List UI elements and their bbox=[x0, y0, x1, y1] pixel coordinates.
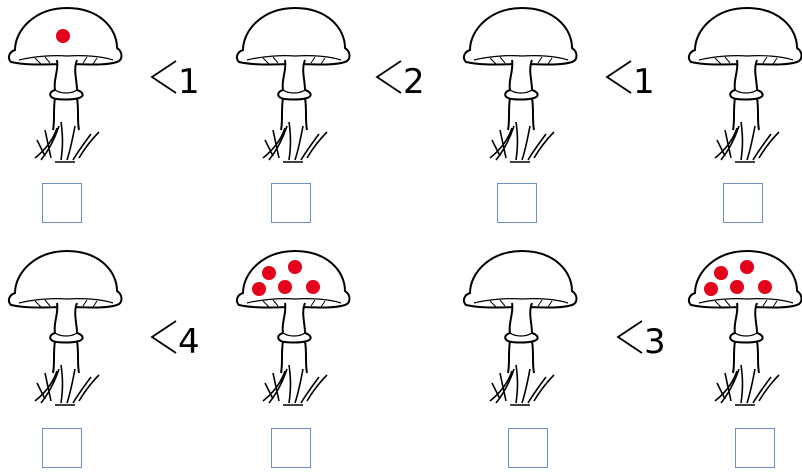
mushroom-8-five-dots bbox=[685, 243, 802, 408]
comparison-4: 4 bbox=[148, 315, 208, 365]
answer-box-8[interactable] bbox=[735, 428, 775, 468]
comparison-1: 1 bbox=[148, 55, 208, 105]
answer-box-4[interactable] bbox=[723, 183, 763, 223]
comparison-number: 1 bbox=[178, 62, 200, 102]
answer-box-1[interactable] bbox=[42, 183, 82, 223]
mushroom-7-plain bbox=[460, 243, 580, 408]
comparison-number: 3 bbox=[644, 322, 666, 362]
comparison-number: 2 bbox=[403, 62, 425, 102]
mushroom-4-plain bbox=[685, 0, 802, 165]
comparison-5: 3 bbox=[614, 315, 674, 365]
comparison-2: 2 bbox=[373, 55, 433, 105]
answer-box-2[interactable] bbox=[271, 183, 311, 223]
comparison-3: 1 bbox=[603, 55, 663, 105]
comparison-number: 4 bbox=[178, 322, 200, 362]
answer-box-5[interactable] bbox=[42, 428, 82, 468]
mushroom-5-plain bbox=[5, 243, 125, 408]
mushroom-3-plain bbox=[460, 0, 580, 165]
answer-box-3[interactable] bbox=[497, 183, 537, 223]
mushroom-1-one-dot bbox=[5, 0, 125, 165]
answer-box-6[interactable] bbox=[271, 428, 311, 468]
red-dot bbox=[56, 29, 70, 43]
comparison-number: 1 bbox=[633, 62, 655, 102]
mushroom-6-five-dots bbox=[233, 243, 353, 408]
answer-box-7[interactable] bbox=[508, 428, 548, 468]
mushroom-2-plain bbox=[233, 0, 353, 165]
